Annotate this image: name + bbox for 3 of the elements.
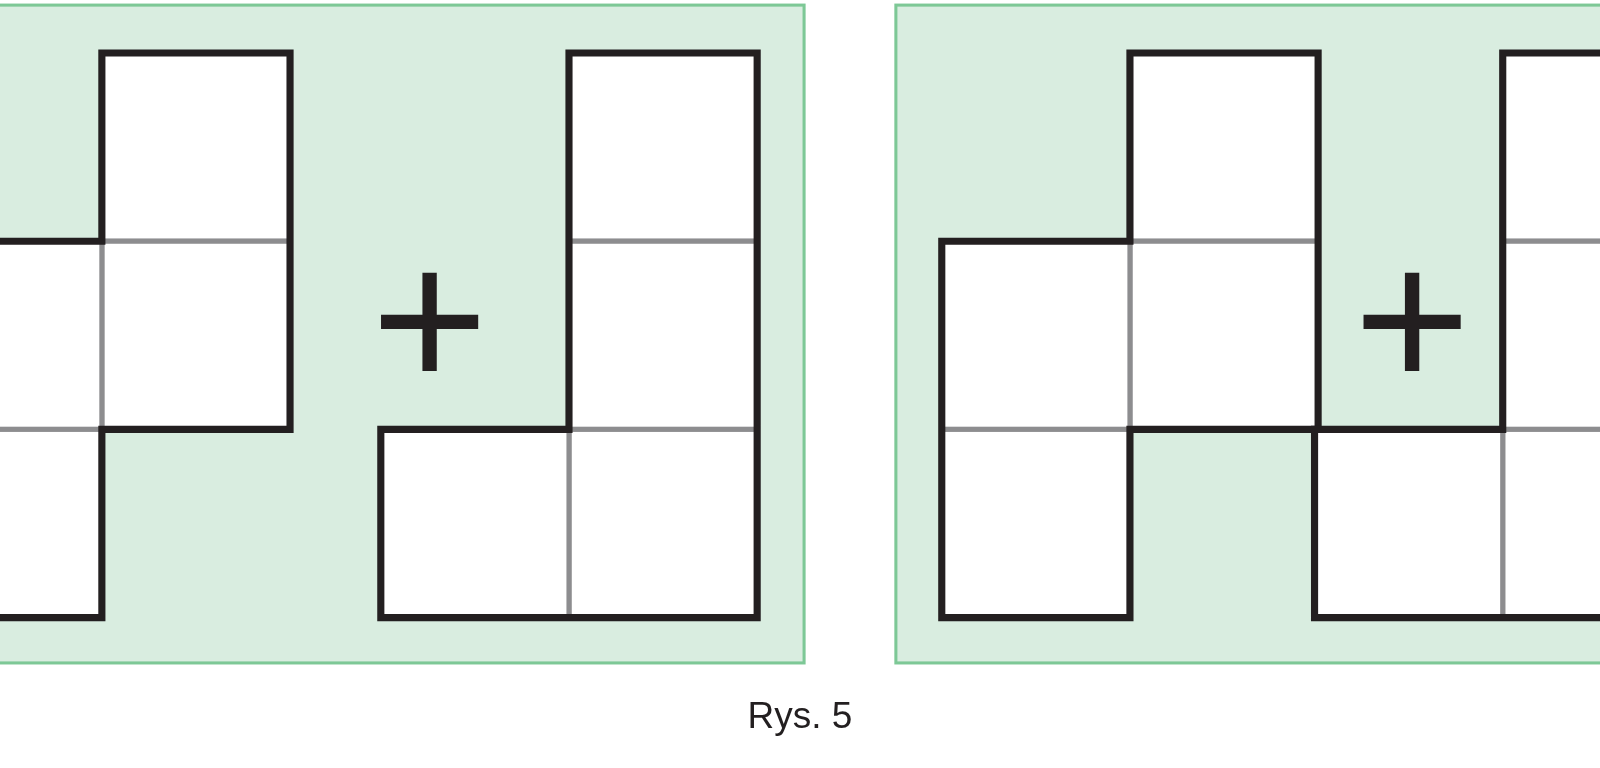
plus-sign: +	[1353, 244, 1471, 395]
plus-sign: +	[371, 244, 488, 395]
figure-caption: Rys. 5	[746, 695, 854, 737]
